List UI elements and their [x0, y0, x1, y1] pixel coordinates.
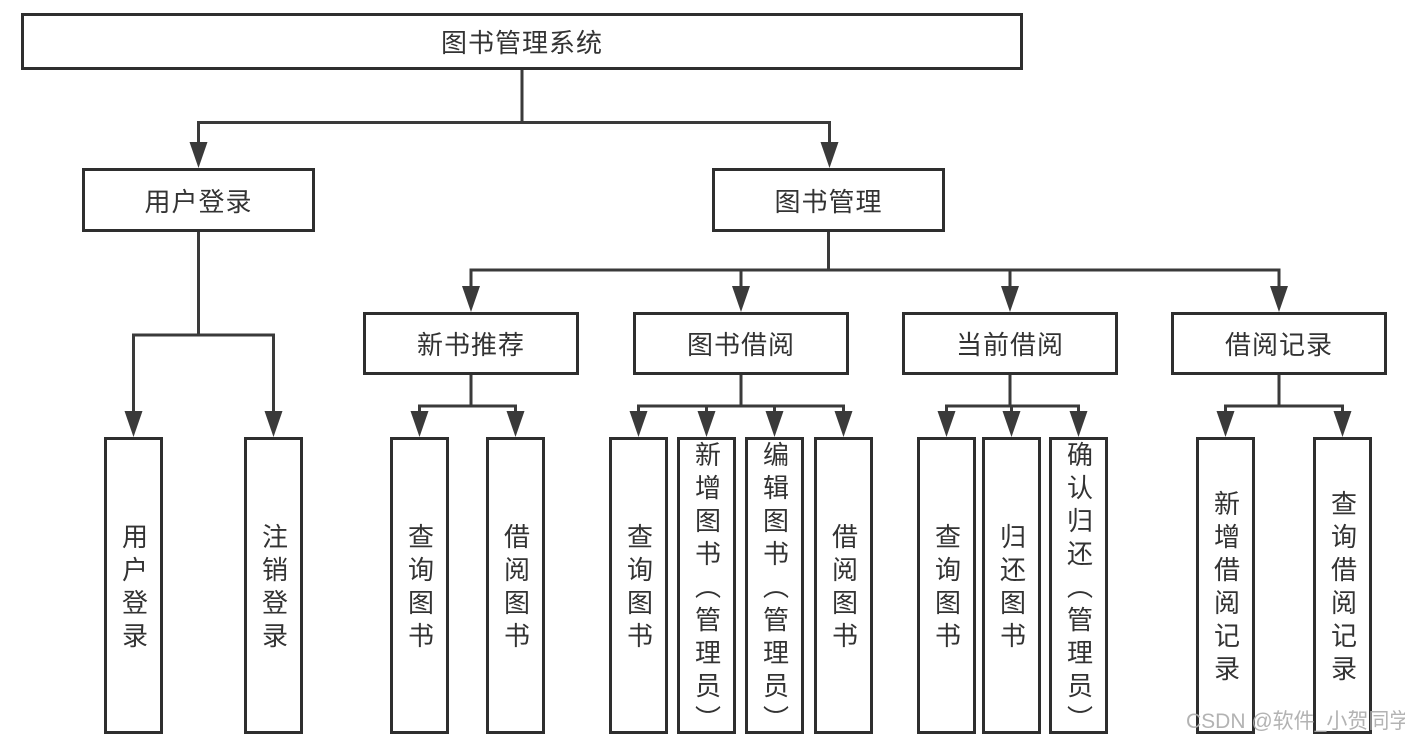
arrow-down-icon [697, 411, 716, 437]
node-label: 注销登录 [258, 523, 289, 655]
arrow-down-icon [1001, 286, 1019, 312]
node-leaf-query-borrow-record: 查询借阅记录 [1313, 437, 1372, 734]
node-label: 新增借阅记录 [1210, 490, 1241, 688]
node-label: 查询借阅记录 [1327, 490, 1358, 688]
node-label: 图书管理系统 [440, 28, 603, 58]
node-leaf-borrow-books-1: 借阅图书 [486, 437, 545, 734]
arrow-down-icon [1270, 286, 1288, 312]
node-borrowing-records: 借阅记录 [1171, 312, 1387, 375]
node-leaf-query-books-2: 查询图书 [609, 437, 668, 734]
node-label: 图书管理 [774, 186, 883, 217]
arrow-down-icon [462, 286, 480, 312]
arrow-down-icon [765, 411, 784, 437]
node-current-borrowing: 当前借阅 [902, 312, 1118, 375]
arrow-down-icon [410, 411, 429, 437]
arrow-down-icon [834, 411, 853, 437]
csdn-watermark: CSDN @软件_小贺同学 [1186, 710, 1405, 733]
node-leaf-confirm-return-admin: 确认归还（管理员） [1049, 437, 1108, 738]
node-label: 用户登录 [144, 186, 253, 217]
arrow-down-icon [629, 411, 648, 437]
node-label: 新书推荐 [416, 330, 525, 360]
node-book-management: 图书管理 [712, 168, 945, 232]
connector-current-borrow-group [937, 375, 1088, 437]
connector-user-login-group [124, 232, 283, 437]
node-label: 借阅记录 [1224, 330, 1333, 360]
arrow-down-icon [506, 411, 525, 437]
node-label: 查询图书 [623, 523, 654, 655]
arrow-down-icon [732, 286, 750, 312]
arrow-down-icon [124, 411, 143, 437]
node-label: 确认归还（管理员） [1063, 440, 1094, 738]
node-label: 查询图书 [404, 523, 435, 655]
connector-book-mgmt-to-level3 [462, 232, 1288, 312]
connector-new-book-group [410, 375, 525, 437]
node-leaf-user-login: 用户登录 [104, 437, 163, 734]
arrow-down-icon [189, 142, 208, 168]
node-leaf-borrow-books-2: 借阅图书 [814, 437, 873, 734]
node-label: 编辑图书（管理员） [759, 440, 790, 738]
node-label: 当前借阅 [955, 330, 1064, 360]
node-leaf-logout: 注销登录 [244, 437, 303, 734]
node-label: 借阅图书 [500, 523, 531, 655]
node-label: 图书借阅 [686, 330, 795, 360]
arrow-down-icon [937, 411, 956, 437]
node-leaf-add-borrow-record: 新增借阅记录 [1196, 437, 1255, 734]
connector-root-to-level2 [189, 70, 839, 168]
node-label: 查询图书 [931, 523, 962, 655]
arrow-down-icon [1069, 411, 1088, 437]
node-book-borrowing: 图书借阅 [633, 312, 849, 375]
arrow-down-icon [1002, 411, 1021, 437]
arrow-down-icon [820, 142, 839, 168]
node-label: 新增图书（管理员） [691, 440, 722, 738]
node-label: 归还图书 [996, 523, 1027, 655]
node-root-system: 图书管理系统 [21, 13, 1023, 70]
connector-book-borrow-group [629, 375, 853, 437]
node-label: 借阅图书 [828, 523, 859, 655]
node-leaf-add-books-admin: 新增图书（管理员） [677, 437, 736, 738]
node-leaf-edit-books-admin: 编辑图书（管理员） [745, 437, 804, 738]
node-leaf-query-books-3: 查询图书 [917, 437, 976, 734]
node-label: 用户登录 [118, 523, 149, 655]
node-user-login: 用户登录 [82, 168, 315, 232]
arrow-down-icon [264, 411, 283, 437]
node-leaf-return-books: 归还图书 [982, 437, 1041, 734]
node-new-book-recommend: 新书推荐 [363, 312, 579, 375]
connector-borrow-records-group [1216, 375, 1352, 437]
arrow-down-icon [1216, 411, 1235, 437]
arrow-down-icon [1333, 411, 1352, 437]
node-leaf-query-books-1: 查询图书 [390, 437, 449, 734]
